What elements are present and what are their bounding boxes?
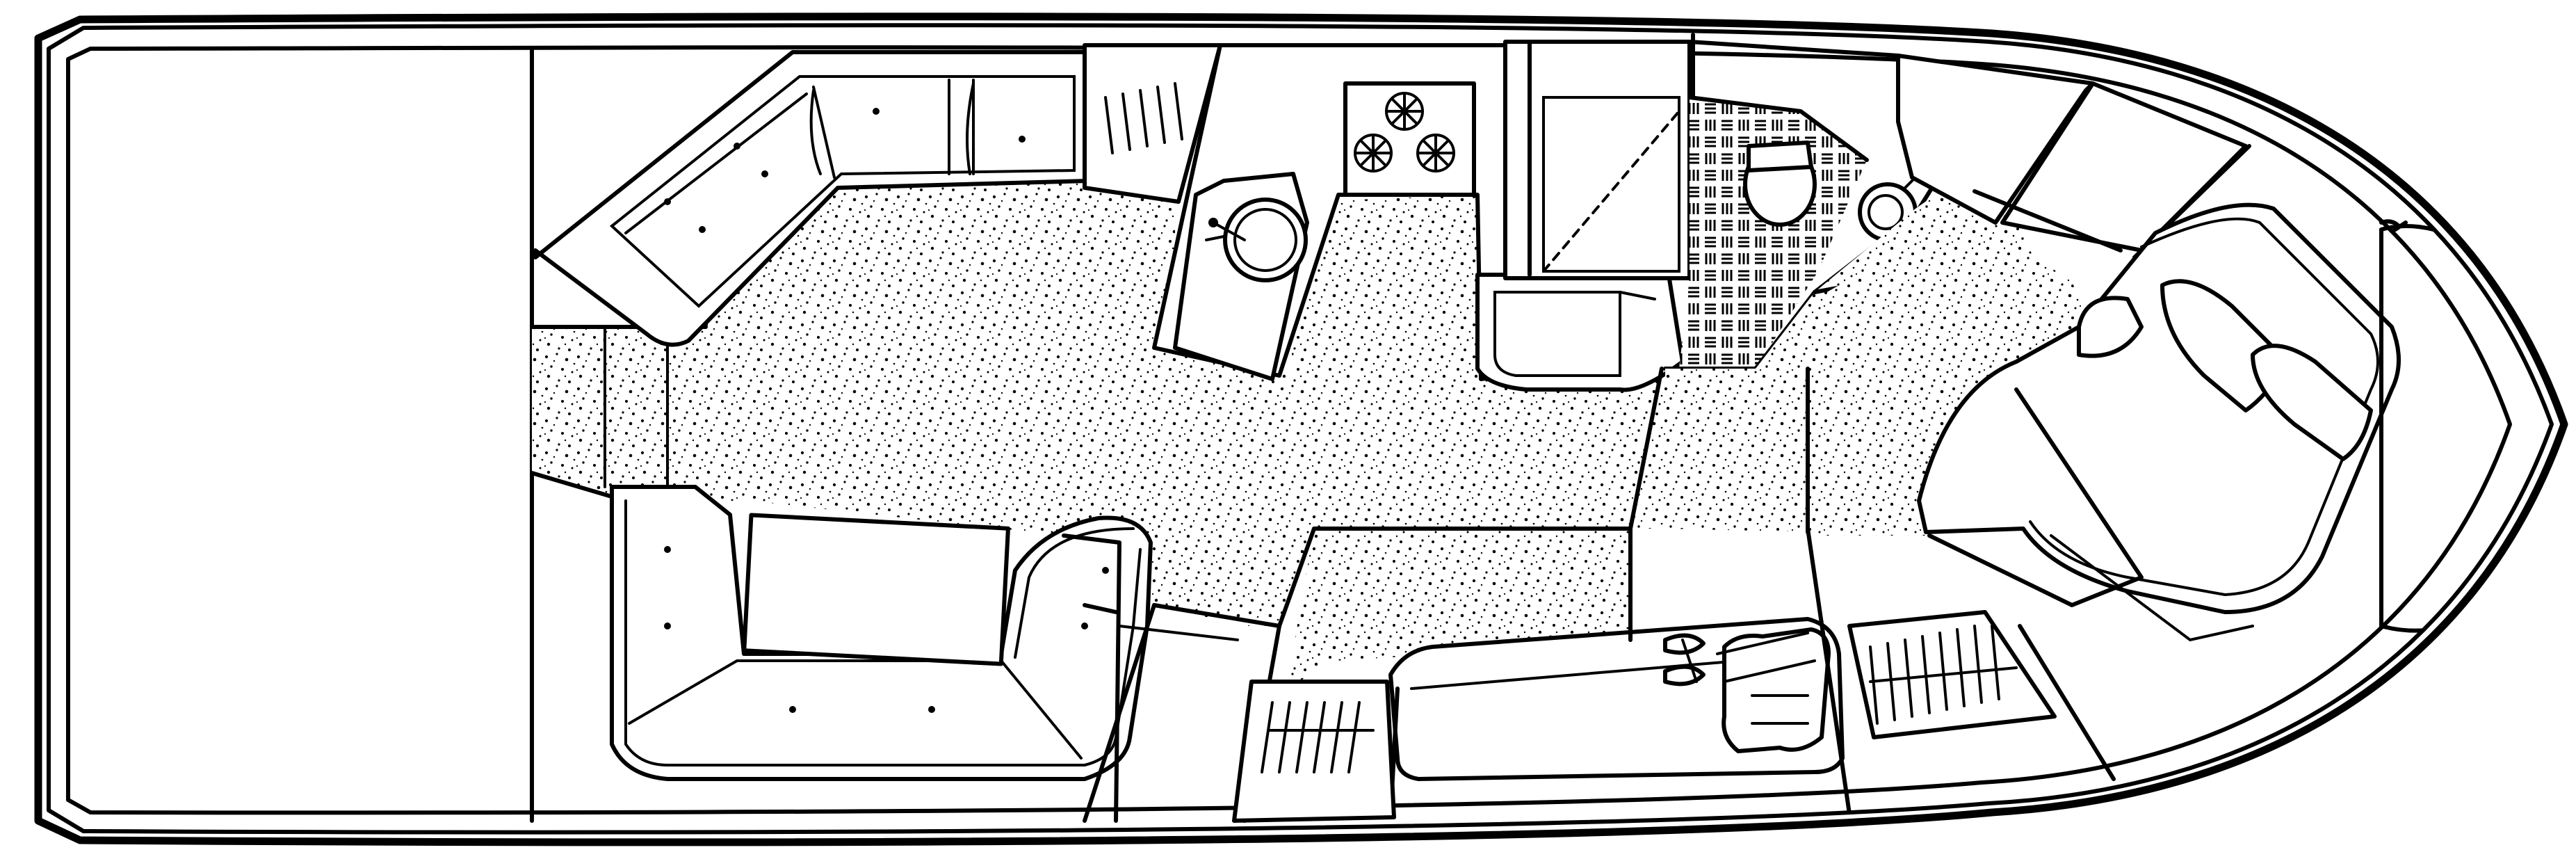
guest-berth xyxy=(1388,617,1845,781)
stall-shower xyxy=(1503,40,1692,280)
forward-stateroom xyxy=(1815,189,2401,642)
burner-icon xyxy=(1385,92,1424,131)
locker-grating xyxy=(1847,610,2057,739)
dinette-table xyxy=(742,513,1010,666)
three-burner-cooktop xyxy=(1343,81,1476,197)
locker-grating xyxy=(1232,680,1396,823)
salon-steps xyxy=(1083,43,1222,204)
marine-toilet xyxy=(1743,141,1817,227)
l-shaped-settee xyxy=(533,50,1090,347)
companionway-steps xyxy=(1083,603,1239,641)
u-shaped-dinette xyxy=(610,485,1153,781)
burner-icon xyxy=(1354,134,1393,172)
burner-icon xyxy=(1416,134,1455,172)
guest-stateroom xyxy=(1277,527,1845,781)
refrigerator xyxy=(1475,273,1685,392)
chain-locker xyxy=(2379,224,2436,633)
galley-sink xyxy=(1205,198,1308,282)
island-v-berth xyxy=(1917,202,2401,614)
galley xyxy=(1152,43,1507,381)
reading-lamp-icon xyxy=(1663,632,1816,687)
